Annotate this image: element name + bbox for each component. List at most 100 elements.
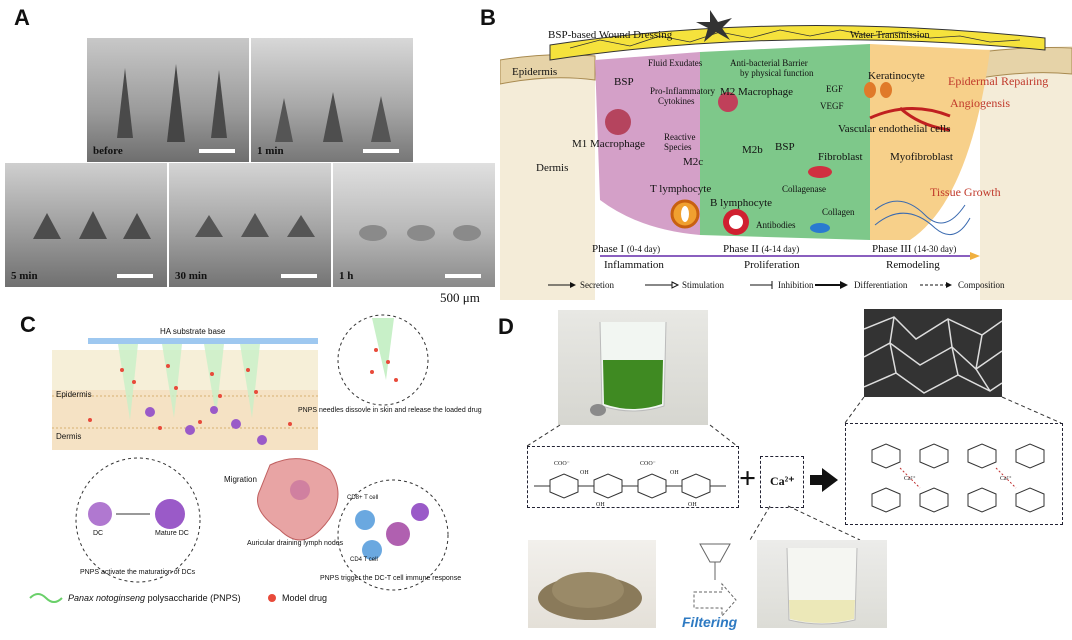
dressing-label: BSP-based Wound Dressing: [548, 29, 673, 41]
t-lymphocyte-cell: [670, 199, 700, 229]
pnps-legend: Panax notoginseng polysaccharide (PNPS): [68, 593, 241, 603]
dc-caption: PNPS activate the maturation of DCs: [80, 569, 196, 576]
bsp-label: BSP: [614, 76, 634, 88]
lymph-node-label: Auricular draining lymph nodes: [247, 540, 344, 547]
scale-bar: [199, 149, 235, 153]
vascular-label: Vascular endothelial cells: [838, 123, 951, 135]
powder-image: [538, 572, 642, 620]
frame-label: 5 min: [11, 270, 38, 282]
svg-text:COO⁻: COO⁻: [640, 461, 656, 467]
tissue-growth-label: Tissue Growth: [930, 185, 1001, 199]
b-lymphocyte-label: B lymphocyte: [710, 197, 773, 209]
microneedle-image: [117, 64, 227, 142]
blood-vessel: [869, 106, 951, 132]
epidermal-repairing-label: Epidermal Repairing: [948, 74, 1049, 88]
b-lymphocyte-cell: [723, 209, 749, 235]
dermis-label: Dermis: [56, 432, 82, 441]
collagen-fibers: [810, 200, 971, 236]
epidermis-label: Epidermis: [512, 66, 558, 78]
legend-stimulation: Stimulation: [682, 280, 725, 290]
filter-funnel-icon: [693, 543, 737, 618]
svg-text:OH: OH: [670, 470, 679, 476]
beaker-image: [590, 321, 667, 416]
ca-box: [760, 456, 804, 508]
microneedle-image: [195, 213, 315, 237]
tcell-caption: PNPS trigger the DC-T cell immune respon…: [320, 575, 462, 582]
crosslink-box: [845, 423, 1063, 525]
micrograph-30min: 30 min: [168, 162, 332, 288]
phase-3-title: Phase III (14-30 day): [872, 243, 957, 255]
phase-2-title: Phase II (4-14 day): [723, 243, 800, 255]
legend-secretion: Secretion: [580, 280, 614, 290]
t-lymphocyte-label: T lymphocyte: [650, 183, 712, 195]
scale-bar: [363, 149, 399, 153]
m1-macrophage-cell: [605, 109, 631, 135]
m2-macrophage-cell: [718, 92, 738, 112]
frame-label: 30 min: [175, 270, 208, 282]
vegf-label: VEGF: [820, 101, 844, 111]
sem-image: [864, 309, 1002, 397]
scale-legend: 500 μm: [440, 290, 480, 305]
svg-text:Ca²⁺: Ca²⁺: [1000, 475, 1012, 482]
porous-structure: [864, 316, 1002, 394]
phase-1-name: Inflammation: [604, 259, 664, 271]
alginate-box: [527, 446, 739, 508]
panel-b-letter: B: [480, 5, 496, 30]
myofibroblast-label: Myofibroblast: [890, 151, 953, 163]
legend-differentiation: Differentiation: [854, 280, 908, 290]
micrograph-1min: 1 min: [250, 37, 414, 163]
egf-label: EGF: [826, 84, 844, 94]
barrier-label-2: by physical function: [740, 68, 814, 78]
frame-label: 1 min: [257, 145, 284, 157]
angiogenesis-label: Angiogensis: [950, 96, 1010, 110]
migration-label: Migration: [224, 475, 257, 484]
scale-bar: [281, 274, 317, 278]
collagen-label: Collagen: [822, 207, 855, 217]
microneedle-image: [33, 211, 151, 239]
wound-healing-diagram: [500, 10, 1072, 300]
m2-macrophage-label: M2 Macrophage: [720, 86, 794, 98]
cd8-label: CD8+ T cell: [347, 495, 379, 501]
fibroblast-cell: [808, 166, 832, 178]
m1-macrophage-label: M1 Macrophage: [572, 138, 646, 150]
phase-1-title: Phase I (0-4 day): [592, 243, 661, 255]
antibodies-label: Antibodies: [756, 220, 796, 230]
scale-bar: [117, 274, 153, 278]
beaker-green-photo: [558, 310, 708, 425]
fluid-exudates-label: Fluid Exudates: [648, 58, 703, 68]
beaker-clear-photo: [757, 540, 887, 628]
beaker-image: [786, 547, 858, 625]
reactive-label: Reactive: [664, 132, 696, 142]
panel-c-letter: C: [20, 312, 36, 337]
micrograph-1h: 1 h: [332, 162, 496, 288]
barrier-label-1: Anti-bacterial Barrier: [730, 58, 808, 68]
panel-d-letter: D: [498, 314, 514, 339]
svg-text:COO⁻: COO⁻: [554, 461, 570, 467]
microneedle-image: [275, 92, 391, 142]
panel-a-letter: A: [14, 5, 30, 30]
keratinocyte-label: Keratinocyte: [868, 70, 925, 82]
svg-text:Ca²⁺: Ca²⁺: [904, 475, 916, 482]
calcium-label: Ca²⁺: [770, 474, 795, 488]
microneedle-image: [359, 225, 481, 241]
phase-2-name: Proliferation: [744, 259, 800, 271]
mature-dc-label: Mature DC: [155, 530, 189, 537]
microneedle-skin-diagram: [29, 314, 449, 603]
phase-3-name: Remodeling: [886, 259, 940, 271]
svg-text:OH: OH: [580, 470, 589, 476]
cd4-label: CD4 T cell: [350, 557, 378, 563]
plus-sign: +: [739, 462, 757, 495]
epidermis-label: Epidermis: [56, 390, 92, 399]
fibroblast-label: Fibroblast: [818, 151, 863, 163]
model-drug-legend: Model drug: [282, 593, 328, 603]
cytokines-label: Cytokines: [658, 96, 695, 106]
frame-label: before: [93, 145, 123, 157]
needles-caption: PNPS needles dissovle in skin and releas…: [298, 407, 482, 414]
powder-photo: [528, 540, 656, 628]
collagenase-label: Collagenase: [782, 184, 826, 194]
scale-bar: [445, 274, 481, 278]
ha-substrate-label: HA substrate base: [160, 327, 226, 336]
micrograph-5min: 5 min: [4, 162, 168, 288]
water-transmission-label: Water Transmission: [850, 30, 930, 41]
